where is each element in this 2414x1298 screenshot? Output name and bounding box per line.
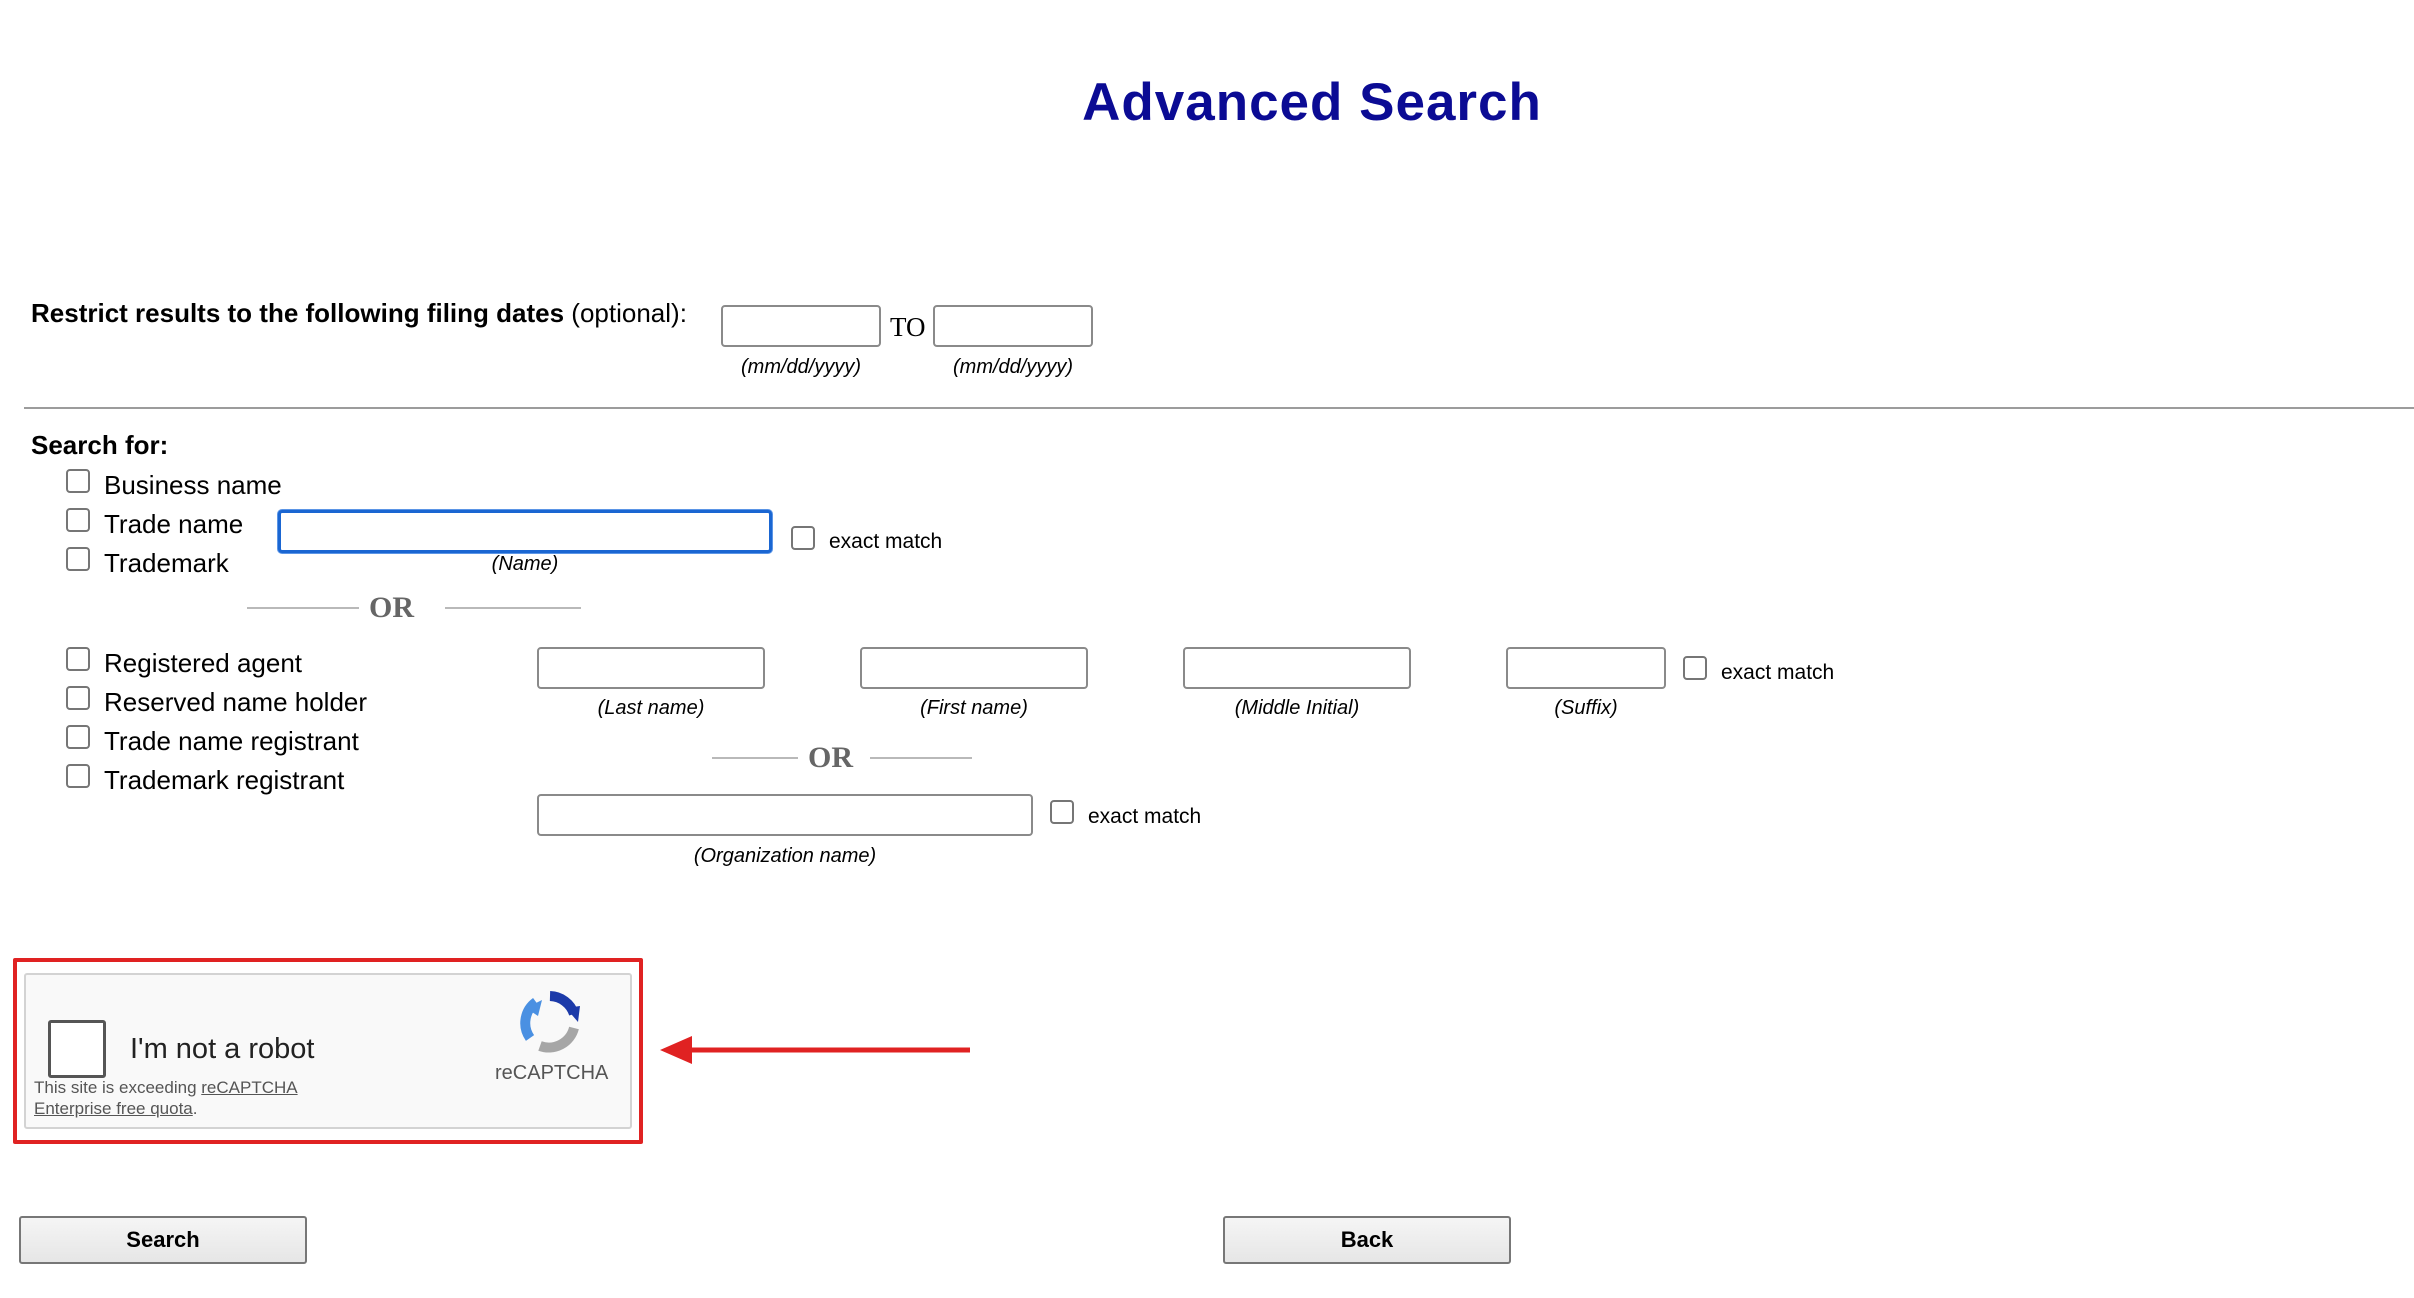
registered-agent-checkbox[interactable] (66, 647, 90, 671)
last-name-hint: (Last name) (597, 697, 705, 719)
to-label: TO (890, 312, 926, 342)
trade-name-registrant-label: Trade name registrant (104, 726, 359, 756)
captcha-highlight-box (13, 958, 643, 1144)
name-input[interactable] (278, 510, 772, 553)
trademark-label: Trademark (104, 548, 229, 578)
business-name-label: Business name (104, 470, 282, 500)
organization-exact-match-label: exact match (1088, 805, 1202, 828)
name-exact-match-checkbox[interactable] (791, 526, 815, 550)
trade-name-checkbox[interactable] (66, 508, 90, 532)
person-exact-match-label: exact match (1721, 661, 1835, 684)
trade-name-registrant-checkbox[interactable] (66, 725, 90, 749)
or-divider-2-line-left (712, 757, 798, 759)
recaptcha-note-prefix: This site is exceeding (34, 1078, 202, 1097)
organization-exact-match-checkbox[interactable] (1050, 800, 1074, 824)
suffix-input[interactable] (1506, 647, 1666, 689)
filing-dates-label-optional: (optional): (571, 298, 687, 328)
or-divider-line-left (247, 607, 359, 609)
or-label: OR (369, 591, 414, 624)
registered-agent-label: Registered agent (104, 648, 303, 678)
annotation-arrow-icon (660, 1036, 970, 1064)
filing-dates-label: Restrict results to the following filing… (31, 298, 687, 329)
middle-initial-input[interactable] (1183, 647, 1411, 689)
page-title: Advanced Search (1082, 73, 1542, 132)
trademark-registrant-checkbox[interactable] (66, 764, 90, 788)
filing-date-from-input[interactable] (721, 305, 881, 347)
trademark-registrant-label: Trademark registrant (104, 765, 345, 795)
filing-date-from-hint: (mm/dd/yyyy) (741, 356, 861, 378)
recaptcha-checkbox[interactable] (48, 1020, 106, 1078)
filing-dates-label-bold: Restrict results to the following filing… (31, 298, 565, 328)
suffix-hint: (Suffix) (1554, 697, 1618, 719)
first-name-hint: (First name) (920, 697, 1028, 719)
recaptcha-brand: reCAPTCHA (495, 1062, 609, 1084)
or-divider-2-line-right (870, 757, 972, 759)
recaptcha-label: I'm not a robot (130, 1033, 315, 1065)
recaptcha-logo-icon (520, 991, 580, 1053)
trademark-checkbox[interactable] (66, 547, 90, 571)
business-name-checkbox[interactable] (66, 469, 90, 493)
recaptcha-note-suffix: . (192, 1099, 198, 1118)
filing-date-to-hint: (mm/dd/yyyy) (953, 356, 1073, 378)
or-label-2: OR (808, 741, 853, 774)
organization-name-input[interactable] (537, 794, 1033, 836)
last-name-input[interactable] (537, 647, 765, 689)
search-button[interactable]: Search (19, 1216, 307, 1264)
name-exact-match-label: exact match (829, 530, 943, 553)
filing-date-to-input[interactable] (933, 305, 1093, 347)
first-name-input[interactable] (860, 647, 1088, 689)
name-hint: (Name) (491, 553, 559, 575)
reserved-name-holder-checkbox[interactable] (66, 686, 90, 710)
person-exact-match-checkbox[interactable] (1683, 656, 1707, 680)
organization-name-hint: (Organization name) (693, 845, 877, 867)
or-divider-line-right (445, 607, 581, 609)
middle-initial-hint: (Middle Initial) (1234, 697, 1360, 719)
trade-name-label: Trade name (104, 509, 244, 539)
section-divider (24, 407, 2414, 409)
search-for-heading: Search for: (31, 430, 169, 460)
reserved-name-holder-label: Reserved name holder (104, 687, 368, 717)
recaptcha-quota-link[interactable]: reCAPTCHA Enterprise free quota (34, 1078, 298, 1118)
back-button[interactable]: Back (1223, 1216, 1511, 1264)
recaptcha-quota-note: This site is exceeding reCAPTCHA Enterpr… (34, 1077, 334, 1119)
recaptcha-widget (24, 973, 632, 1129)
